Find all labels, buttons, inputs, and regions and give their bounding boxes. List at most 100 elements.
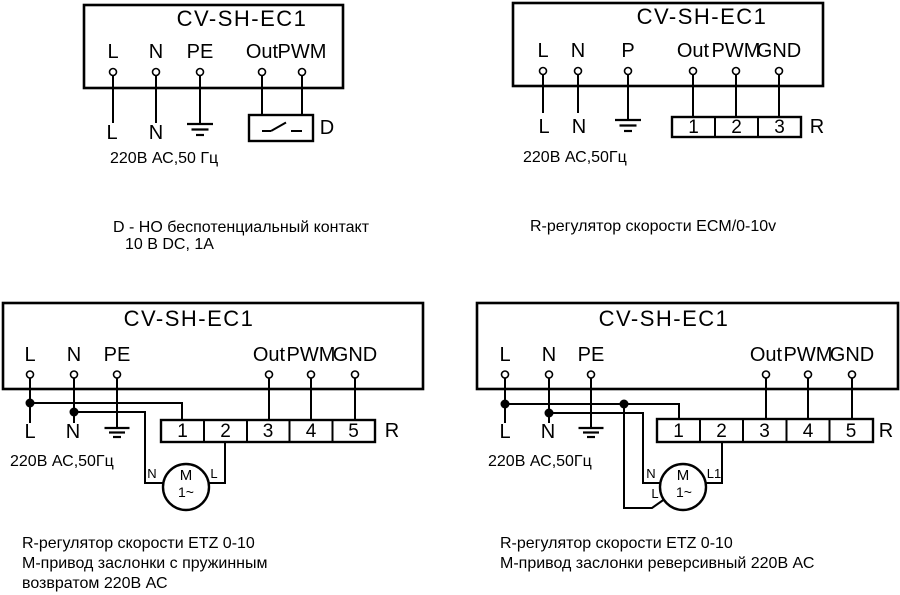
motor-terminal-l: L	[210, 466, 217, 481]
block-cell-5: 5	[348, 421, 359, 442]
power-rating: 220В АС,50Гц	[10, 453, 114, 470]
terminal-label-gnd: GND	[830, 344, 874, 366]
terminal-pin-n	[69, 370, 79, 379]
device-title: CV-SH-EC1	[177, 6, 308, 31]
block-cell-1: 1	[688, 117, 699, 138]
power-rating: 220В АС,50Гц	[523, 149, 627, 166]
supply-label-n: N	[572, 116, 586, 138]
terminal-pin-pe	[586, 370, 596, 379]
contact-box	[247, 113, 315, 143]
supply-label-l: L	[538, 116, 549, 138]
terminal-label-n: N	[149, 41, 163, 63]
motor-terminal-l: L	[651, 486, 658, 501]
device-box	[82, 3, 345, 90]
terminal-pin-pwm	[731, 66, 741, 76]
power-rating: 220В АС,50 Гц	[110, 150, 218, 167]
terminal-label-l: L	[499, 344, 510, 366]
caption-line-1: R-регулятор скорости ETZ 0-10	[500, 535, 733, 552]
diagram-top-right: CV-SH-EC1 L N P Out PWM GND L N 1 2 3 R	[511, 1, 825, 235]
terminal-label-l: L	[537, 40, 548, 62]
motor-icon: M 1~ N L L1	[646, 462, 721, 512]
ground-icon	[578, 426, 604, 439]
caption-line-2: 10 В DC, 1А	[125, 236, 214, 253]
terminal-label-pwm: PWM	[278, 41, 327, 63]
wire-n-branch	[74, 411, 163, 484]
block-cell-3: 3	[263, 421, 274, 442]
terminal-label-out: Out	[677, 40, 710, 62]
block-cell-2: 2	[731, 117, 742, 138]
supply-label-n: N	[149, 122, 163, 144]
diagram-bottom-left: CV-SH-EC1 L N PE Out PWM GND L N	[1, 301, 425, 592]
terminal-pin-pwm	[297, 67, 307, 77]
terminal-pin-l	[500, 370, 510, 379]
ground-icon	[104, 426, 130, 439]
terminal-block	[670, 115, 803, 139]
ground-icon	[187, 122, 213, 137]
motor-circle	[658, 462, 708, 512]
terminal-label-out: Out	[253, 344, 286, 366]
supply-label-n: N	[66, 421, 80, 443]
caption-line-2: М-привод заслонки реверсивный 220В АС	[500, 555, 814, 572]
component-label-r: R	[385, 420, 399, 442]
terminal-label-pwm: PWM	[784, 344, 833, 366]
terminal-block	[159, 418, 377, 444]
terminal-label-n: N	[67, 344, 81, 366]
caption-line-1: R-регулятор скорости ETZ 0-10	[22, 535, 255, 552]
junction-dot	[619, 399, 629, 409]
device-box	[511, 1, 825, 88]
supply-label-n: N	[541, 421, 555, 443]
caption-line-2: М-привод заслонки с пружинным	[22, 555, 268, 572]
terminal-pin-gnd	[847, 370, 857, 379]
supply-label-l: L	[499, 421, 510, 443]
device-title: CV-SH-EC1	[124, 306, 255, 331]
motor-letter: M	[180, 467, 193, 484]
block-cell-2: 2	[716, 421, 727, 442]
terminal-pin-pe	[112, 370, 122, 379]
terminal-block	[655, 417, 875, 444]
junction-dot	[69, 407, 79, 417]
terminal-pin-l	[538, 66, 548, 76]
terminal-label-p: P	[621, 40, 634, 62]
block-cell-1: 1	[177, 421, 188, 442]
device-title: CV-SH-EC1	[637, 4, 768, 29]
caption-line-3: возвратом 220В АС	[22, 575, 168, 592]
motor-terminal-l1: L1	[707, 466, 721, 481]
terminal-label-gnd: GND	[333, 344, 377, 366]
ground-icon	[615, 118, 641, 133]
wire-n-branch	[549, 412, 660, 484]
motor-letter: M	[677, 467, 690, 484]
block-cell-2: 2	[220, 421, 231, 442]
power-rating: 220В АС,50Гц	[488, 453, 592, 470]
motor-phase: 1~	[676, 484, 692, 500]
block-cell-3: 3	[759, 421, 770, 442]
terminal-pin-out	[688, 66, 698, 76]
terminal-label-gnd: GND	[757, 40, 801, 62]
junction-dot	[500, 399, 510, 409]
wire-l-motor-branch	[623, 404, 665, 509]
block-cell-4: 4	[306, 421, 317, 442]
motor-phase: 1~	[178, 484, 194, 500]
terminal-pin-out	[264, 370, 274, 379]
caption-line-1: R-регулятор скорости ECM/0-10v	[530, 218, 776, 235]
terminal-pin-out	[257, 67, 267, 77]
terminal-label-pe: PE	[104, 344, 131, 366]
terminal-label-out: Out	[246, 41, 279, 63]
device-box	[1, 301, 425, 391]
junction-dot	[25, 398, 35, 408]
terminal-label-pwm: PWM	[287, 344, 336, 366]
terminal-pin-gnd	[350, 370, 360, 379]
terminal-pin-n	[573, 66, 583, 76]
wire-l-branch	[30, 402, 183, 420]
terminal-pin-pwm	[803, 370, 813, 379]
terminal-label-l: L	[24, 344, 35, 366]
block-cell-5: 5	[846, 421, 857, 442]
terminal-label-n: N	[571, 40, 585, 62]
wire-l-branch	[505, 403, 680, 419]
terminal-pin-l	[108, 67, 118, 77]
terminal-pin-n	[151, 67, 161, 77]
motor-terminal-n: N	[147, 466, 156, 481]
terminal-pin-gnd	[774, 66, 784, 76]
terminal-label-out: Out	[750, 344, 783, 366]
